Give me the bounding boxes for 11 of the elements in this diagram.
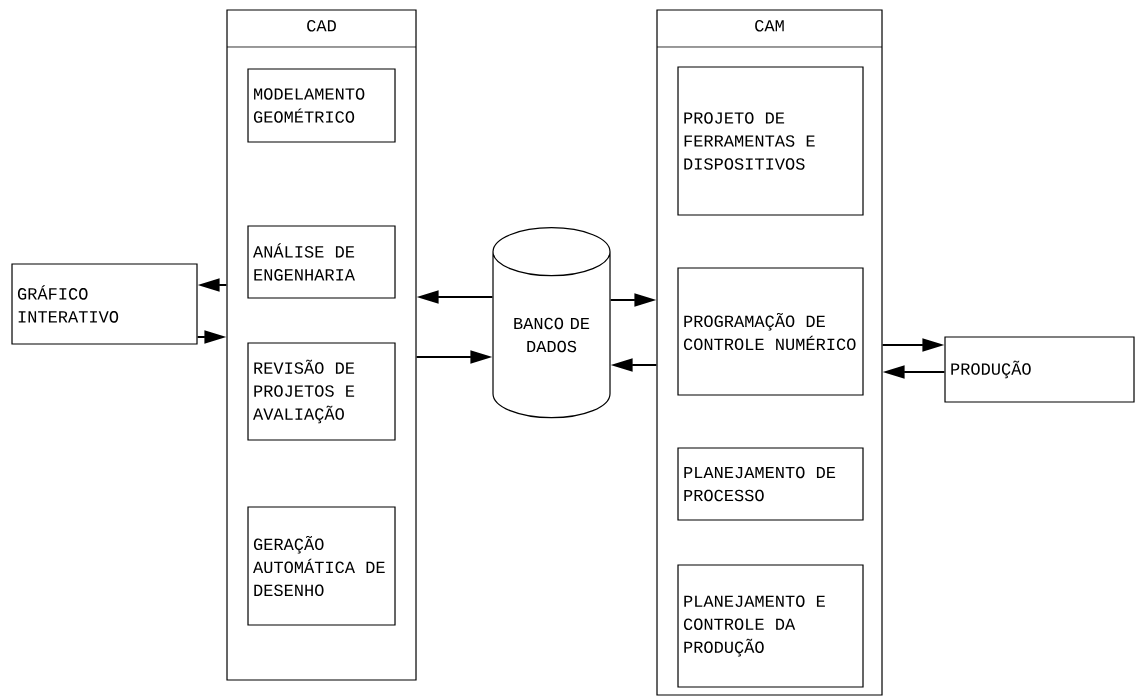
process-box: PROGRAMAÇÃO DE CONTROLE NUMÉRICO	[677, 267, 864, 396]
process-box: GRÁFICO INTERATIVO	[11, 263, 198, 345]
process-box: GERAÇÃO AUTOMÁTICA DE DESENHO	[247, 506, 396, 626]
process-box: PLANEJAMENTO DE PROCESSO	[677, 447, 864, 521]
process-box: PRODUÇÃO	[944, 336, 1135, 403]
process-box: PLANEJAMENTO E CONTROLE DA PRODUÇÃO	[677, 564, 864, 688]
database-cylinder: BANCO DE DADOS	[492, 227, 611, 419]
process-box: REVISÃO DE PROJETOS E AVALIAÇÃO	[247, 342, 396, 441]
process-box: PROJETO DE FERRAMENTAS E DISPOSITIVOS	[677, 66, 864, 216]
process-box: ANÁLISE DE ENGENHARIA	[247, 225, 396, 299]
process-box: MODELAMENTO GEOMÉTRICO	[247, 68, 396, 143]
